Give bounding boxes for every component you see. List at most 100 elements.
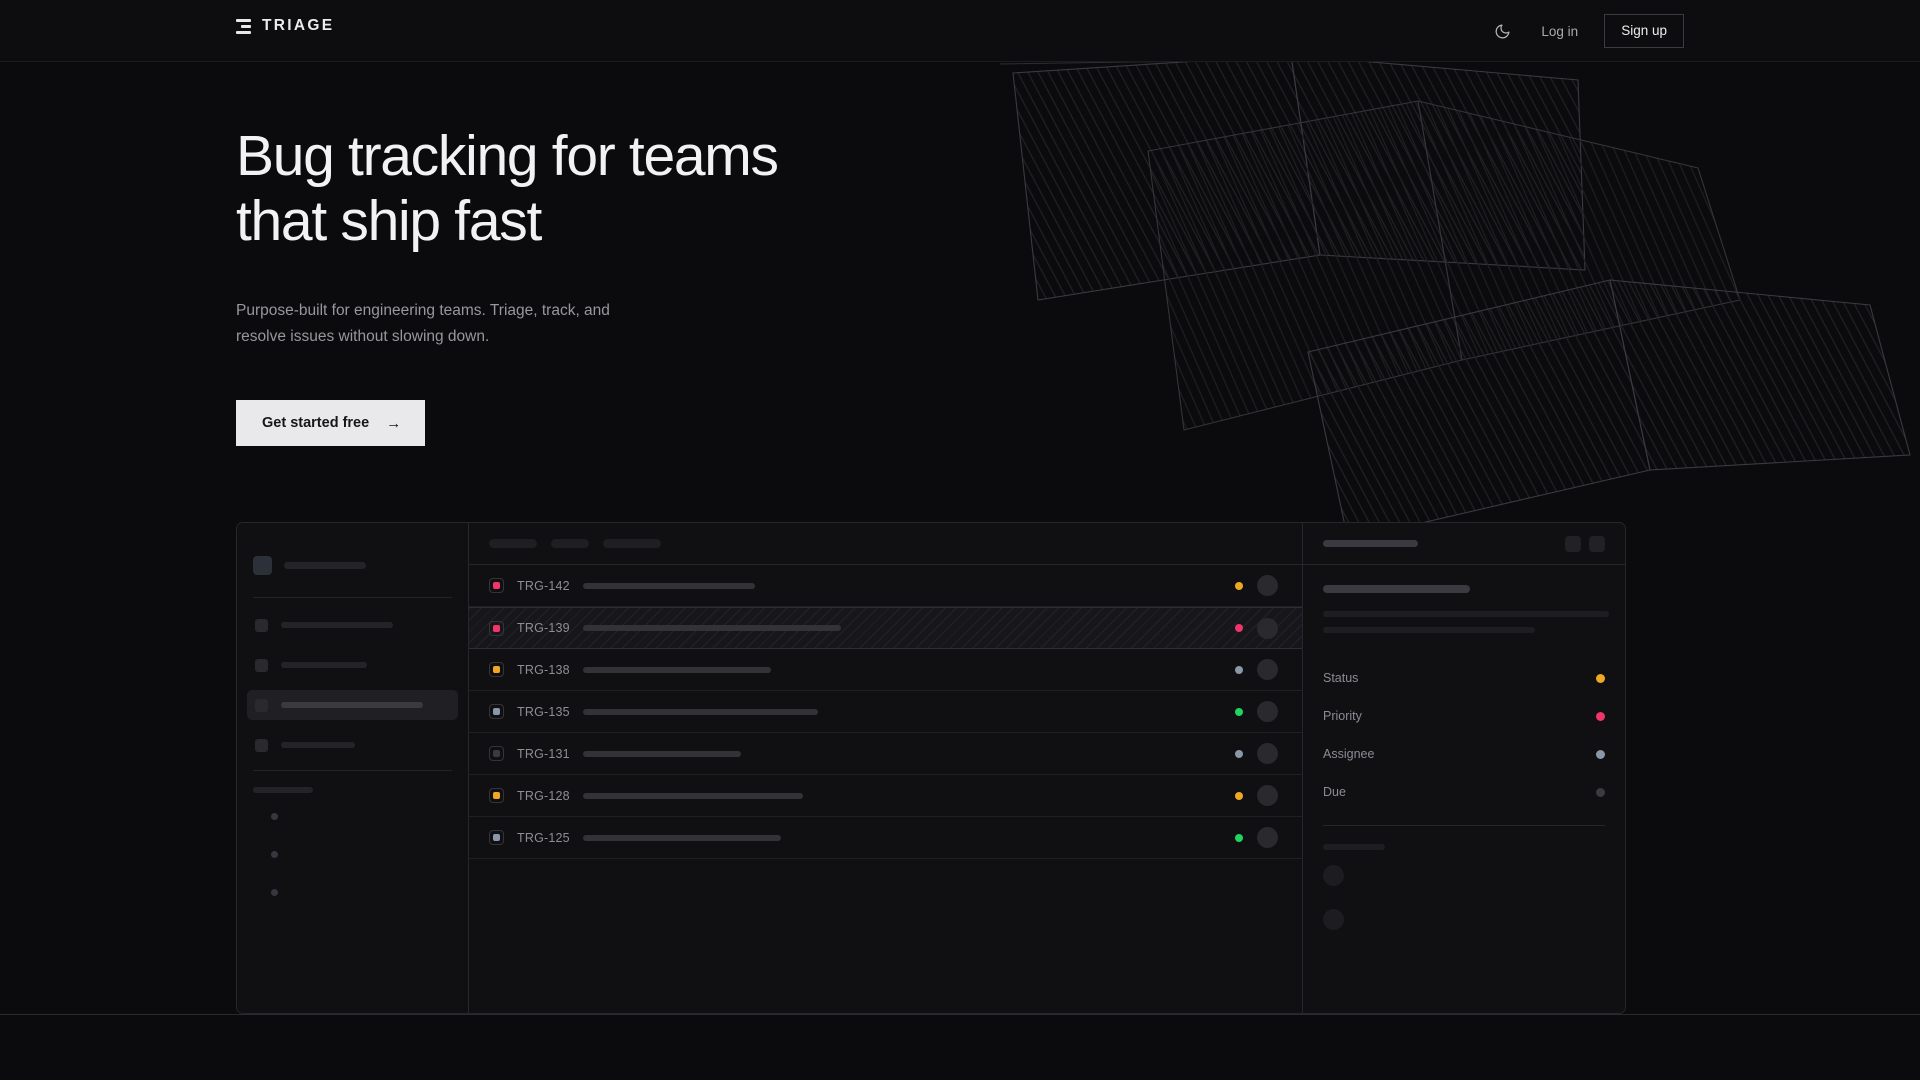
detail-body-line-skeleton: [1323, 611, 1609, 617]
project-dot-icon: [271, 888, 278, 896]
detail-meta-row[interactable]: Due: [1323, 773, 1605, 811]
hero-subheading: Purpose-built for engineering teams. Tri…: [236, 301, 610, 345]
priority-indicator-icon: [489, 830, 504, 845]
detail-meta-value-dot-icon: [1596, 711, 1605, 721]
workspace-name-skeleton: [284, 561, 366, 569]
issue-title-skeleton: [583, 708, 818, 715]
issue-key: TRG-128: [517, 788, 570, 803]
detail-activity-section: [1323, 826, 1605, 938]
issue-key: TRG-125: [517, 830, 570, 845]
avatar: [1323, 908, 1344, 930]
hero-section: Bug tracking for teams that ship fast Pu…: [236, 124, 996, 446]
issue-title-skeleton: [583, 666, 771, 673]
sidebar-item-label-skeleton: [281, 662, 367, 668]
activity-item: [1323, 900, 1605, 938]
projects-heading-skeleton: [253, 787, 313, 793]
sidebar-nav-item[interactable]: [247, 610, 458, 640]
top-navigation-bar: TRIAGE Log in Sign up: [0, 0, 1920, 62]
priority-indicator-icon: [489, 746, 504, 761]
priority-indicator-icon: [489, 788, 504, 803]
status-dot-icon: [1235, 665, 1243, 674]
avatar: [1323, 864, 1344, 886]
detail-meta-label: Assignee: [1323, 747, 1375, 761]
sidebar-project-item[interactable]: [253, 801, 452, 831]
detail-action-icon-2[interactable]: [1589, 535, 1605, 552]
sidebar-projects-section: [253, 770, 452, 907]
activity-item: [1323, 856, 1605, 894]
issue-title-skeleton: [583, 625, 841, 631]
moon-icon[interactable]: [1485, 14, 1519, 48]
detail-meta-label: Due: [1323, 785, 1346, 799]
detail-action-buttons: [1565, 535, 1605, 552]
priority-indicator-icon: [489, 662, 504, 677]
mock-sidebar-nav: [237, 598, 468, 760]
issue-key: TRG-135: [517, 704, 570, 719]
detail-meta-row[interactable]: Status: [1323, 659, 1605, 697]
issue-key: TRG-138: [517, 662, 570, 677]
issue-row[interactable]: TRG-125: [469, 817, 1302, 859]
stacked-bars-logo-icon: [236, 18, 251, 34]
toolbar-control-skeleton[interactable]: [489, 539, 537, 548]
detail-title-skeleton: [1323, 540, 1418, 547]
avatar: [1257, 701, 1278, 722]
signup-button[interactable]: Sign up: [1604, 14, 1684, 48]
issue-row-meta: [1235, 617, 1302, 639]
sidebar-item-label-skeleton: [281, 702, 423, 708]
nav-actions: Log in Sign up: [1485, 13, 1684, 49]
sidebar-item-icon: [255, 618, 268, 632]
sidebar-nav-item[interactable]: [247, 650, 458, 680]
sidebar-nav-item[interactable]: [247, 690, 458, 720]
detail-meta-row[interactable]: Priority: [1323, 697, 1605, 735]
sidebar-nav-item[interactable]: [247, 730, 458, 760]
issue-row[interactable]: TRG-135: [469, 691, 1302, 733]
detail-action-icon-1[interactable]: [1565, 535, 1581, 552]
project-dot-icon: [271, 850, 278, 858]
toolbar-control-skeleton[interactable]: [603, 539, 661, 548]
mock-workspace-switcher[interactable]: [237, 523, 468, 585]
avatar: [1257, 827, 1278, 848]
arrow-right-icon: →: [386, 414, 402, 432]
sidebar-divider: [253, 597, 452, 598]
avatar: [1257, 743, 1278, 764]
detail-panel-header: [1303, 523, 1625, 565]
workspace-logo-icon: [253, 555, 272, 575]
avatar: [1257, 659, 1278, 680]
login-link[interactable]: Log in: [1541, 23, 1579, 39]
issue-row[interactable]: TRG-142: [469, 565, 1302, 607]
avatar: [1257, 575, 1278, 596]
sidebar-project-item[interactable]: [253, 877, 452, 907]
issue-row[interactable]: TRG-131: [469, 733, 1302, 775]
priority-indicator-icon: [489, 578, 504, 593]
project-dot-icon: [271, 812, 278, 820]
issue-row[interactable]: TRG-139: [469, 607, 1302, 649]
brand-name: TRIAGE: [262, 17, 335, 34]
issue-row[interactable]: TRG-138: [469, 649, 1302, 691]
get-started-button[interactable]: Get started free →: [236, 400, 426, 446]
page-bottom-divider: [0, 1014, 1920, 1015]
issue-row-meta: [1235, 701, 1302, 722]
issue-row[interactable]: TRG-128: [469, 775, 1302, 817]
detail-meta-row[interactable]: Assignee: [1323, 735, 1605, 773]
toolbar-control-skeleton[interactable]: [551, 539, 589, 548]
brand-logo[interactable]: TRIAGE: [236, 17, 334, 35]
status-dot-icon: [1235, 791, 1243, 800]
priority-indicator-icon: [489, 704, 504, 719]
status-dot-icon: [1235, 749, 1243, 758]
issue-row-meta: [1235, 575, 1302, 596]
status-dot-icon: [1235, 833, 1243, 842]
activity-heading-skeleton: [1323, 844, 1385, 850]
detail-heading-skeleton: [1323, 585, 1470, 593]
detail-meta-value-dot-icon: [1596, 673, 1605, 683]
detail-meta-label: Priority: [1323, 709, 1362, 723]
issue-title-skeleton: [583, 750, 741, 757]
sidebar-project-item[interactable]: [253, 839, 452, 869]
avatar: [1257, 785, 1278, 806]
issue-title-skeleton: [583, 834, 781, 841]
detail-body-line-skeleton: [1323, 627, 1535, 633]
detail-divider: [1323, 825, 1605, 826]
sidebar-item-icon: [255, 658, 268, 672]
